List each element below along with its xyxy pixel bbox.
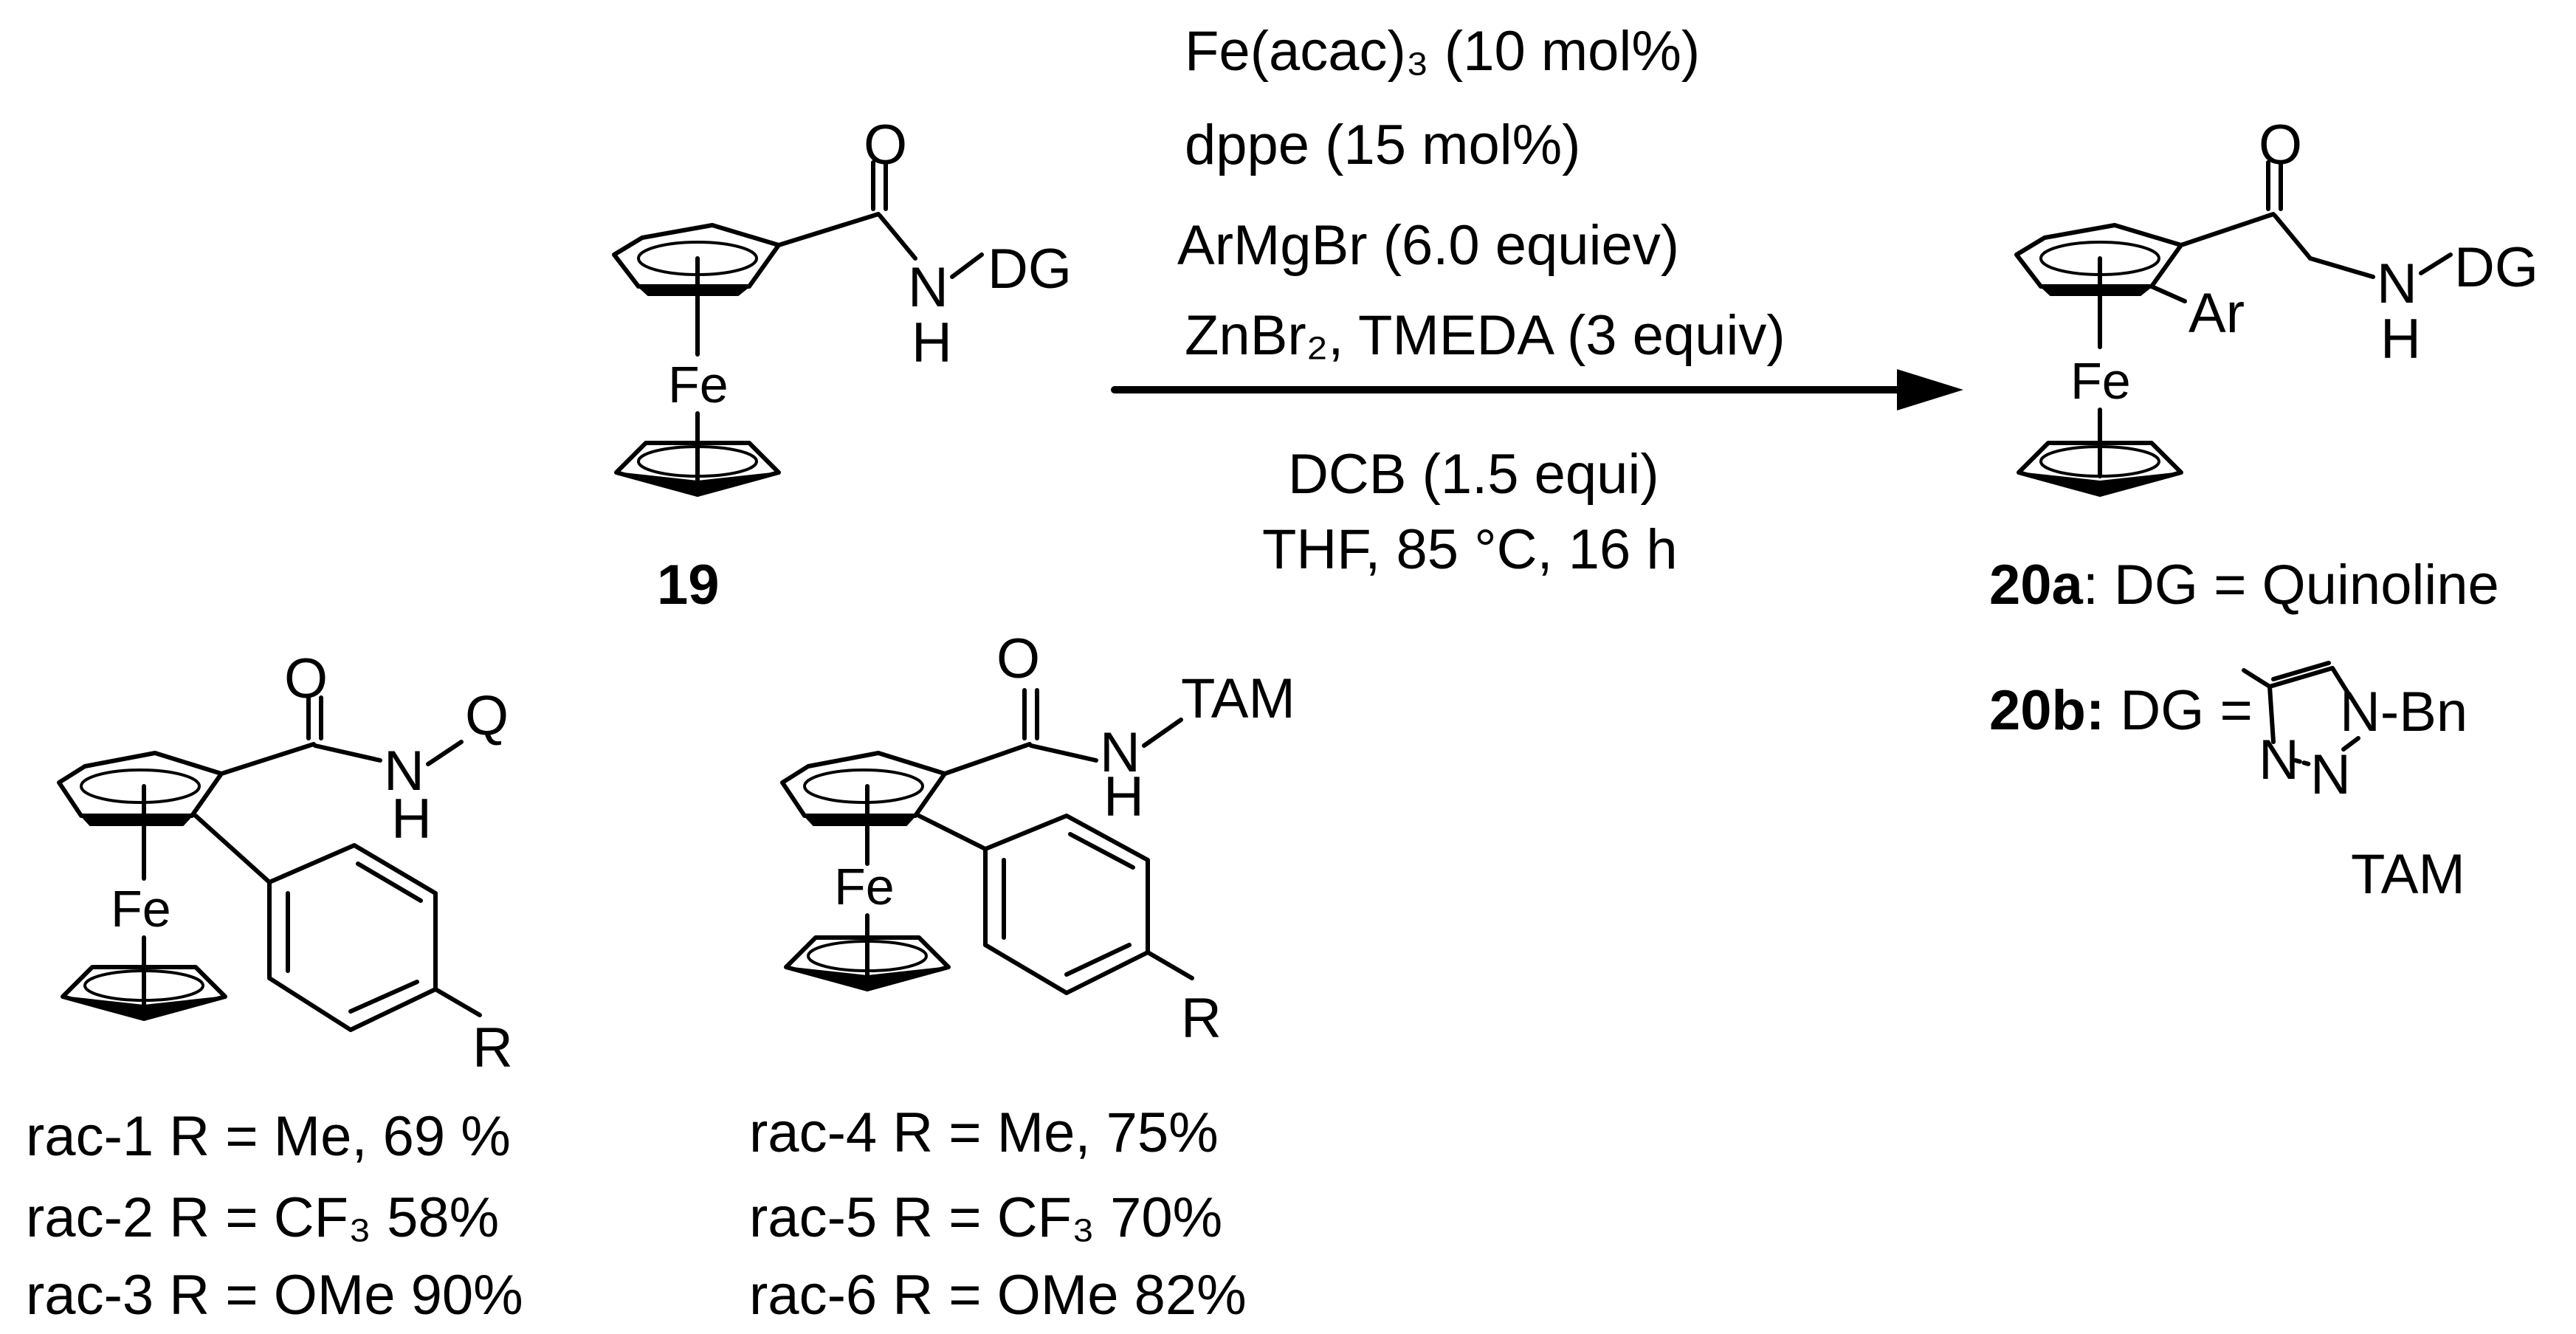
compound-19: Fe O N H DG xyxy=(612,114,1072,497)
label-20b: 20b: DG = xyxy=(1989,679,2253,742)
condition-ligand: dppe (15 mol%) xyxy=(1185,114,1581,176)
entry-rac-5: rac-5 R = CF₃ 70% xyxy=(749,1186,1222,1249)
q-c-n-bond xyxy=(313,743,382,763)
q-o-atom: O xyxy=(284,647,328,710)
q-cp-aryl-bond xyxy=(193,814,272,884)
product-c-n-bond xyxy=(2273,213,2312,261)
product-h-atom: H xyxy=(2380,308,2421,371)
n-atom: N xyxy=(908,256,948,319)
tam-cc-bond xyxy=(2267,666,2335,689)
condition-additive: ZnBr₂, TMEDA (3 equiv) xyxy=(1185,304,1785,367)
tam-label: TAM xyxy=(2351,843,2465,906)
cp-ring-top-wedge xyxy=(638,286,750,296)
product-n-atom: N xyxy=(2377,252,2417,315)
dg-group: DG xyxy=(988,238,1072,300)
entry-rac-1: rac-1 R = Me, 69 % xyxy=(26,1105,511,1168)
product-cp-ring-bottom-wedge xyxy=(2018,472,2182,495)
q-cp-ring-bottom-aromatic xyxy=(83,969,204,1002)
tam-cp-aryl-bond xyxy=(917,814,988,851)
label-20a: 20a: DG = Quinoline xyxy=(1989,554,2499,616)
q-aryl-r-bond xyxy=(433,987,482,1017)
tam-aryl-double-3 xyxy=(1064,943,1132,977)
tam-r-group: R xyxy=(1181,987,1222,1050)
q-h-atom: H xyxy=(391,788,432,850)
product-c-n-link xyxy=(2308,256,2375,279)
tam-fe-atom: Fe xyxy=(834,858,895,915)
tam-c-n-bond xyxy=(1029,743,1098,763)
q-group: Q xyxy=(465,684,509,747)
tam-n3: N xyxy=(2310,743,2351,806)
cp-ring-bottom-aromatic xyxy=(637,445,758,478)
tam-o-atom: O xyxy=(996,628,1040,690)
tam-cp-ring-bottom-aromatic xyxy=(807,940,928,972)
q-c-carbonyl-bond xyxy=(219,742,316,776)
tam-n-atom: N xyxy=(1100,721,1140,784)
q-cp-ring-bottom-wedge xyxy=(62,996,226,1020)
tam-cc-double xyxy=(2271,661,2331,681)
tam-h-atom: H xyxy=(1103,766,1144,828)
compound-number-19: 19 xyxy=(657,554,720,616)
q-r-group: R xyxy=(472,1017,513,1079)
h-atom: H xyxy=(912,312,952,374)
compound-series-q: Fe O N H Q R xyxy=(57,647,513,1079)
tam-aryl-double-2 xyxy=(1068,832,1135,870)
tam-n3-n1-bond xyxy=(2341,736,2360,752)
entry-rac-4: rac-4 R = Me, 75% xyxy=(749,1101,1219,1164)
product-definitions: 20a: DG = Quinoline 20b: DG = N-Bn N N T… xyxy=(1989,554,2499,906)
tam-group: TAM xyxy=(1181,667,1295,730)
compound-20: Fe Ar O N H DG xyxy=(2014,114,2538,497)
q-cp-ring-top xyxy=(57,751,224,818)
cp-ring-bottom-wedge xyxy=(616,472,779,495)
q-aryl-ring xyxy=(267,843,438,1032)
entry-rac-6: rac-6 R = OMe 82% xyxy=(749,1264,1247,1327)
tam-n-benzyl: N-Bn xyxy=(2340,681,2467,743)
tam-c-carbonyl-bond xyxy=(943,742,1032,776)
product-fe-atom: Fe xyxy=(2070,352,2131,410)
tam-aryl-ring xyxy=(983,814,1150,995)
tam-c-n-bond xyxy=(2267,684,2276,744)
q-n-q-bond xyxy=(426,740,464,766)
condition-solvent-temp-time: THF, 85 °C, 16 h xyxy=(1262,518,1678,581)
tam-n2: N xyxy=(2259,729,2299,791)
condition-catalyst: Fe(acac)₃ (10 mol%) xyxy=(1185,20,1700,83)
condition-oxidant: DCB (1.5 equi) xyxy=(1288,443,1659,506)
product-cp-ring-top-wedge xyxy=(2040,286,2152,296)
tam-cp-ring-top-wedge xyxy=(804,815,916,826)
entry-rac-2: rac-2 R = CF₃ 58% xyxy=(26,1186,499,1249)
condition-grignard: ArMgBr (6.0 equiev) xyxy=(1177,214,1679,277)
c-carbonyl-bond xyxy=(776,212,881,247)
reaction-arrow-head xyxy=(1897,369,1963,410)
q-aryl-double-3 xyxy=(348,980,419,1014)
product-cp-ring-bottom-aromatic xyxy=(2039,445,2160,478)
q-n-atom: N xyxy=(384,740,424,802)
product-dg-group: DG xyxy=(2454,236,2538,299)
tam-c-n1-bond xyxy=(2330,666,2353,700)
q-cp-ring-top-aromatic xyxy=(80,769,201,804)
product-n-dg-bond xyxy=(2419,252,2453,275)
tam-cp-ring-top xyxy=(780,751,947,818)
tam-cp-ring-bottom-wedge xyxy=(785,966,949,990)
product-o-atom: O xyxy=(2259,114,2302,176)
tam-methyl-bond xyxy=(2242,668,2272,689)
product-c-carbonyl-bond xyxy=(2179,212,2276,247)
q-aryl-double-2 xyxy=(356,862,423,903)
q-cp-ring-top-wedge xyxy=(80,815,193,826)
tam-n-tam-bond xyxy=(1142,718,1183,748)
entry-rac-3: rac-3 R = OMe 90% xyxy=(26,1264,523,1327)
product-c-ar-bond xyxy=(2149,284,2187,303)
q-fe-atom: Fe xyxy=(111,880,171,938)
o-atom: O xyxy=(864,114,907,176)
tam-nn-bond xyxy=(2293,758,2311,766)
reaction-conditions: Fe(acac)₃ (10 mol%) dppe (15 mol%) ArMgB… xyxy=(1111,20,1963,581)
c-n-bond xyxy=(878,213,917,261)
tam-aryl-r-bond xyxy=(1146,950,1194,980)
compound-series-tam: Fe O N H TAM R xyxy=(780,628,1295,1050)
tam-cp-ring-top-aromatic xyxy=(803,769,924,804)
fe-atom: Fe xyxy=(668,356,729,413)
product-ar-group: Ar xyxy=(2188,282,2245,345)
n-dg-bond xyxy=(950,252,984,279)
